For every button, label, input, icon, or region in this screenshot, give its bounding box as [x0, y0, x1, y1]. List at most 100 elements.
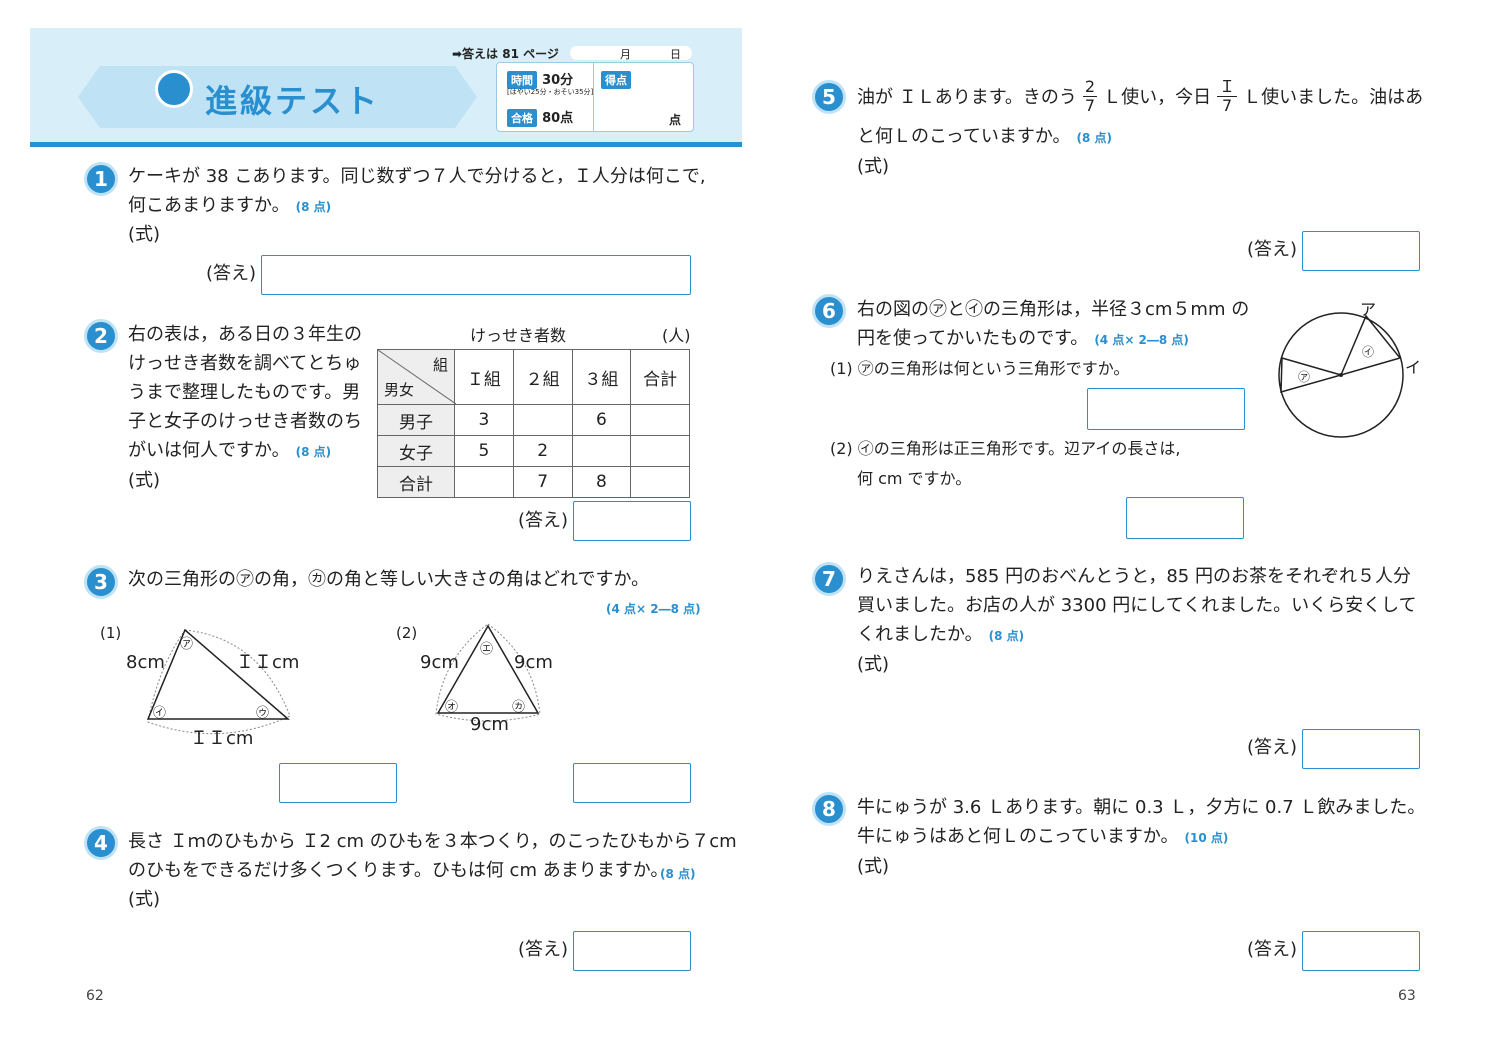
q4-answer-box[interactable] [573, 931, 691, 971]
q3-points: (4 点× 2―8 点) [606, 602, 701, 616]
q6-text-line2: 円を使ってかいたものです。 [857, 328, 1089, 349]
triangle-i-label: ㋑ [1362, 345, 1375, 359]
q4-text-line1: 長さ Ｉｍのひもから Ｉ2 cm のひもを３本つくり，のこったひもから７cm [128, 831, 737, 852]
q7-answer-label: (答え) [1247, 737, 1298, 758]
table-cell: 8 [571, 466, 632, 498]
q2-table-title: けっせき者数 [470, 326, 567, 345]
q4-formula-label: (式) [128, 889, 161, 910]
fraction-2-7: 2 7 [1082, 76, 1098, 115]
question-4-badge: 4 [84, 826, 118, 860]
triangle-figure-2 [435, 623, 541, 722]
table-cell [454, 466, 514, 498]
corner-diagonal [378, 350, 456, 404]
q5-part3: Ｌ使いました。油はあ [1243, 87, 1424, 108]
table-cell: 5 [454, 435, 514, 467]
q6-sub1-text: (1) ㋐の三角形は何という三角形ですか。 [830, 359, 1130, 378]
angle-u-label: ㋒ [256, 706, 270, 721]
score-tag: 得点 [601, 71, 631, 89]
time-value: 30分 [542, 73, 574, 88]
q3-text: 次の三角形の㋐の角，㋕の角と等しい大きさの角はどれですか。 [128, 569, 650, 590]
q3-fig2-right-side: 9cm [514, 652, 553, 673]
table-cell [571, 435, 632, 467]
q1-formula-label: (式) [128, 224, 161, 245]
time-tag: 時間 [507, 71, 537, 89]
table-row: 男子 3 6 [377, 404, 690, 436]
row-header: 合計 [377, 466, 455, 498]
q3-fig2-number: (2) [396, 624, 418, 642]
page-title: 進級テスト [205, 82, 381, 120]
q5-answer-label: (答え) [1247, 239, 1298, 260]
table-cell: 2 [512, 435, 573, 467]
header-divider [30, 142, 742, 147]
q1-answer-box[interactable] [261, 255, 691, 295]
left-page-number: 62 [86, 988, 104, 1004]
q5-text-line1: 油が ＩＬあります。きのう 2 7 Ｌ使い，今日 Ｉ 7 Ｌ使いました。油はあ [857, 74, 1423, 118]
q6-sub2-line1: (2) ㋑の三角形は正三角形です。辺アイの長さは, [830, 439, 1181, 458]
q5-points: (8 点) [1076, 131, 1112, 145]
q5-formula-label: (式) [857, 156, 890, 177]
q6-2-answer-box[interactable] [1126, 497, 1244, 539]
q2-text-line4: 子と女子のけっせき者数のち [128, 411, 362, 432]
q8-formula-label: (式) [857, 856, 890, 877]
table-corner-cell: 組 男女 [377, 349, 456, 405]
point-i-label: イ [1405, 358, 1422, 377]
score-unit: 点 [669, 113, 682, 127]
q7-text-line1: りえさんは，585 円のおべんとうと，85 円のお茶をそれぞれ５人分 [857, 566, 1411, 587]
table-cell [512, 404, 573, 436]
triangle-figure-1 [146, 628, 291, 735]
angle-a-label: ㋐ [180, 637, 194, 652]
corner-bottom-label: 男女 [384, 381, 415, 399]
angle-e-label: ㋓ [480, 642, 494, 657]
date-field[interactable] [570, 46, 692, 60]
q8-points: (10 点) [1184, 831, 1229, 845]
question-3-badge: 3 [84, 565, 118, 599]
q3-fig2-bottom-side: 9cm [470, 714, 509, 735]
q3-fig1-bottom-side: ＩＩcm [190, 728, 254, 749]
question-1-badge: 1 [84, 162, 118, 196]
fraction-numerator: Ｉ [1217, 76, 1238, 97]
circle-triangles-figure [1278, 312, 1404, 438]
q2-formula-label: (式) [128, 470, 161, 491]
corner-top-label: 組 [432, 356, 448, 374]
question-8-badge: 8 [812, 792, 846, 826]
q3-fig2-left-side: 9cm [420, 652, 459, 673]
q1-points: (8 点) [295, 200, 332, 214]
medal-icon [155, 70, 193, 108]
angle-i-label: ㋑ [153, 706, 167, 721]
q3-1-answer-box[interactable] [279, 763, 397, 803]
q6-sub2-line2: 何 cm ですか。 [857, 469, 972, 488]
question-7-badge: 7 [812, 562, 846, 596]
q8-answer-box[interactable] [1302, 931, 1420, 971]
q3-2-answer-box[interactable] [573, 763, 691, 803]
date-month: 月 [620, 48, 631, 61]
q8-answer-label: (答え) [1247, 939, 1298, 960]
q8-text-line1: 牛にゅうが 3.6 Ｌあります。朝に 0.3 Ｌ，夕方に 0.7 Ｌ飲みました。 [857, 797, 1426, 818]
table-cell: 7 [512, 466, 573, 498]
fraction-numerator: 2 [1082, 76, 1098, 97]
q2-text-line1: 右の表は，ある日の３年生の [128, 324, 362, 345]
q7-formula-label: (式) [857, 654, 890, 675]
triangle-a-label: ㋐ [1298, 370, 1311, 384]
col-header: ３組 [571, 349, 632, 405]
question-5-badge: 5 [812, 80, 846, 114]
q4-text-line2: のひもをできるだけ多くつくります。ひもは何 cm あまりますか。 [128, 860, 669, 881]
q5-answer-box[interactable] [1302, 231, 1420, 271]
q7-answer-box[interactable] [1302, 729, 1420, 769]
q6-1-answer-box[interactable] [1087, 388, 1245, 430]
q6-points: (4 点× 2―8 点) [1094, 333, 1189, 347]
pass-value: 80点 [542, 111, 574, 126]
q2-text-line2: けっせき者数を調べてとちゅ [128, 353, 362, 374]
table-cell: 6 [571, 404, 632, 436]
q7-points: (8 点) [988, 629, 1025, 643]
fraction-1-7: Ｉ 7 [1217, 76, 1238, 115]
absence-table: 組 男女 Ｉ組 ２組 ３組 合計 男子 3 6 女子 5 2 合計 7 8 [377, 349, 690, 498]
question-6-badge: 6 [812, 294, 846, 328]
q7-text-line2: 買いました。お店の人が 3300 円にしてくれました。いくら安くして [857, 595, 1417, 616]
angle-o-label: ㋔ [445, 700, 459, 715]
q7-text-line3: くれましたか。 [857, 624, 983, 645]
right-page-number: 63 [1398, 988, 1416, 1004]
q2-text-line3: うまで整理したものです。男 [128, 382, 361, 403]
q4-points: (8 点) [660, 867, 696, 881]
q2-answer-box[interactable] [573, 501, 691, 541]
q5-part1: 油が ＩＬあります。きのう [857, 87, 1077, 108]
